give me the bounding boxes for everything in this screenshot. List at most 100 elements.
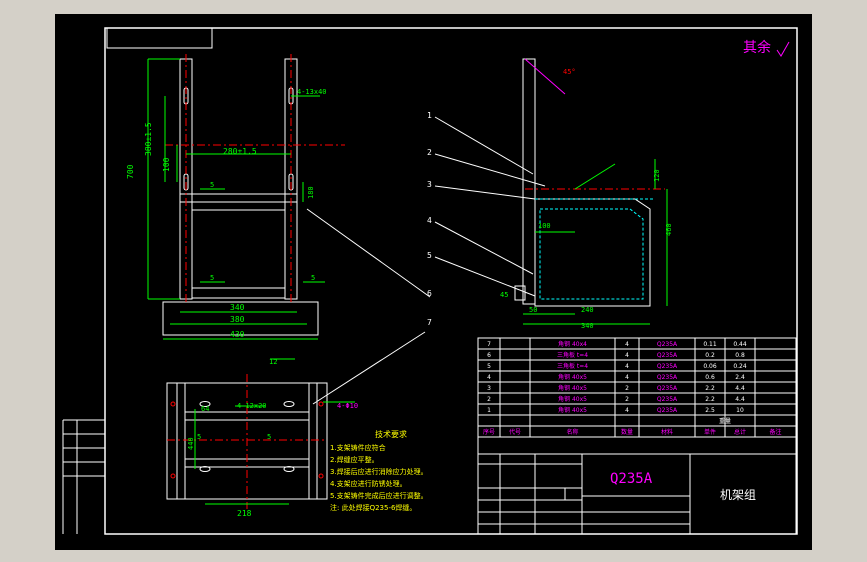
dim-text: 218 — [237, 509, 252, 518]
parts-header-cell: 名称 — [566, 428, 578, 436]
weld-leader — [574, 163, 616, 190]
parts-cell-material: Q235A — [657, 407, 678, 414]
parts-cell-no: 6 — [487, 352, 491, 359]
parts-cell-no: 7 — [487, 341, 491, 348]
parts-cell-qty: 2 — [625, 396, 629, 403]
tech-requirements: 技术要求 1.支架铸件应符合 2.焊缝应平整。 3.焊接后应进行消除应力处理。 … — [330, 429, 428, 512]
dim-text: 340 — [581, 322, 594, 330]
parts-cell-no: 3 — [487, 385, 491, 392]
dim-text: 4-12x20 — [237, 402, 267, 410]
cad-viewport[interactable]: 其余 700 380±1.5 100 280±1.5 — [55, 14, 812, 550]
parts-cell-total-weight: 0.24 — [733, 363, 747, 370]
upper-crossbar — [191, 201, 286, 211]
dim-text: 64 — [201, 405, 209, 413]
parts-cell-total-weight: 2.4 — [735, 374, 745, 381]
parts-cell-qty: 4 — [625, 363, 629, 370]
parts-cell-material: Q235A — [657, 396, 678, 403]
leader-number: 7 — [427, 318, 432, 327]
parts-cell-no: 2 — [487, 396, 491, 403]
title-block-border — [477, 453, 797, 535]
parts-header-cell: 数量 — [621, 428, 633, 436]
parts-cell-name: 角钢 40x5 — [558, 384, 587, 392]
parts-cell-qty: 4 — [625, 352, 629, 359]
weld-symbol: 5 — [197, 433, 201, 441]
weld-symbol: 5 — [311, 274, 315, 282]
parts-cell-total-weight: 0.44 — [733, 341, 747, 348]
dim-text: 50 — [529, 306, 537, 314]
parts-cell-no: 5 — [487, 363, 491, 370]
parts-header-cell: 备注 — [769, 428, 781, 436]
parts-cell-qty: 4 — [625, 374, 629, 381]
top-rail — [179, 193, 298, 203]
parts-cell-unit-weight: 2.5 — [705, 407, 715, 414]
cad-drawing: 其余 700 380±1.5 100 280±1.5 — [62, 27, 798, 535]
dim-text: 380±1.5 — [144, 122, 153, 156]
hidden-outline — [539, 208, 644, 300]
parts-cell-qty: 4 — [625, 341, 629, 348]
parts-cell-total-weight: 10 — [736, 407, 744, 414]
parts-cell-material: Q235A — [657, 385, 678, 392]
dim-text: 430 — [230, 330, 245, 339]
bottom-crossbar — [191, 287, 286, 299]
leader-line — [434, 153, 546, 187]
dim-text: 460 — [665, 223, 673, 236]
slot-hole — [283, 401, 295, 407]
dim-text: 45 — [500, 291, 508, 299]
parts-cell-total-weight: 4.4 — [735, 385, 745, 392]
parts-cell-name: 三角板 t=4 — [557, 351, 588, 359]
leader-line — [434, 221, 534, 275]
parts-header-cell: 代号 — [509, 428, 521, 436]
tech-line: 1.支架铸件应符合 — [330, 443, 386, 452]
bolt-hole — [318, 401, 324, 407]
surface-finish-note: 其余 — [743, 39, 771, 56]
parts-cell-unit-weight: 0.2 — [705, 352, 715, 359]
parts-cell-unit-weight: 2.2 — [705, 385, 715, 392]
rail — [308, 382, 318, 500]
frame-body — [534, 198, 651, 307]
tech-line: 5.支架铸件完成后应进行调整。 — [330, 491, 428, 500]
tech-line: 4.支架应进行防锈处理。 — [330, 479, 407, 488]
parts-cell-name: 角钢 40x5 — [558, 395, 587, 403]
side-view: 45° 100 120 460 50 240 340 45 1 2 3 4 5 … — [312, 58, 673, 405]
leader-line — [434, 256, 536, 297]
dim-text: 340 — [230, 303, 245, 312]
parts-cell-name: 角钢 40x5 — [558, 373, 587, 381]
material-text: Q235A — [610, 471, 653, 487]
sheet-border — [104, 27, 798, 535]
tech-heading: 技术要求 — [375, 429, 407, 439]
dim-text: 120 — [653, 169, 661, 182]
leader-number: 4 — [427, 216, 432, 225]
leader-number: 1 — [427, 111, 432, 120]
slot-hole — [199, 401, 211, 407]
dim-text: 380 — [230, 315, 245, 324]
tech-line: 2.焊缝应平整。 — [330, 455, 379, 464]
title-block: Q235A 机架组 — [477, 453, 797, 535]
bolt-hole — [318, 473, 324, 479]
parts-cell-name: 角钢 40x4 — [558, 340, 587, 348]
dim-text: 4-13x40 — [297, 88, 327, 96]
gusset-edge — [524, 58, 566, 95]
leader-number: 3 — [427, 180, 432, 189]
foot — [514, 285, 526, 301]
top-view: 12 4-12x20 4-Φ10 64 440 218 5 5 — [166, 358, 358, 518]
rail — [176, 382, 186, 500]
parts-cell-material: Q235A — [657, 341, 678, 348]
parts-merged-header: 重量 — [719, 417, 731, 425]
dim-text: 4-Φ10 — [337, 402, 358, 410]
slot-hole — [283, 466, 295, 472]
parts-header-cell: 序号 — [483, 428, 495, 436]
slot-hole — [199, 466, 211, 472]
parts-cell-no: 1 — [487, 407, 491, 414]
dim-text: 100 — [538, 222, 551, 230]
parts-cell-total-weight: 4.4 — [735, 396, 745, 403]
parts-cell-qty: 4 — [625, 407, 629, 414]
parts-cell-material: Q235A — [657, 374, 678, 381]
front-view: 700 380±1.5 100 280±1.5 4-13x40 180 340 … — [126, 54, 431, 340]
parts-cell-unit-weight: 0.11 — [703, 341, 717, 348]
parts-cell-unit-weight: 2.2 — [705, 396, 715, 403]
parts-cell-material: Q235A — [657, 363, 678, 370]
parts-header-cell: 单件 — [704, 428, 716, 436]
corner-title-box — [106, 27, 213, 49]
leader-line — [312, 331, 426, 405]
